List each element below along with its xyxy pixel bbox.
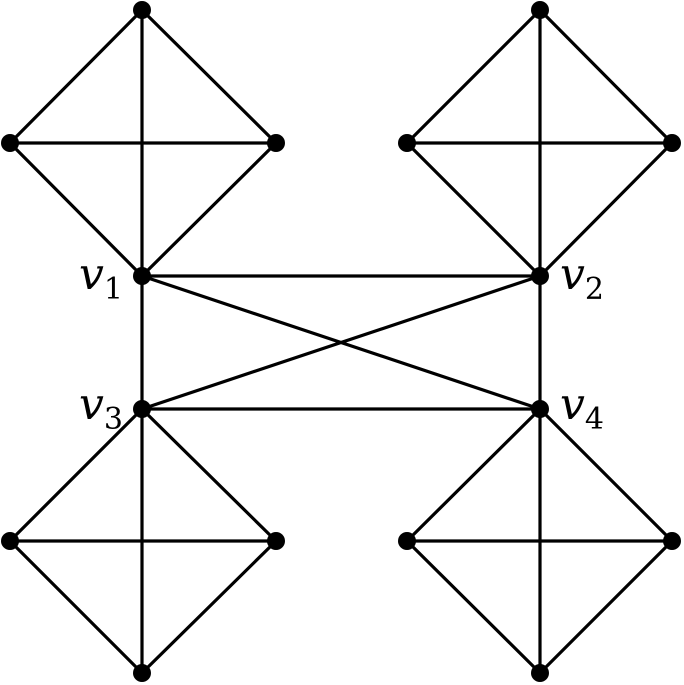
vertex-v4	[531, 400, 549, 418]
vertex-label-v1: v1	[79, 249, 123, 307]
edge-c2-c3	[140, 539, 278, 675]
vertex-v3	[133, 400, 151, 418]
edge-d2-d3	[538, 539, 674, 675]
vertex-b2	[398, 134, 416, 152]
edge-v3-c1	[8, 407, 144, 543]
edge-c1-c3	[8, 539, 144, 675]
edge-b1-b2	[405, 8, 542, 145]
edge-v3-c2	[140, 407, 278, 543]
edge-a1-a2	[8, 8, 144, 145]
vertex-c1	[1, 532, 19, 550]
edge-a1-a3	[140, 8, 278, 145]
vertex-v2	[531, 267, 549, 285]
edge-v1-a3	[140, 141, 278, 278]
vertex-c2	[267, 532, 285, 550]
edge-v2-b3	[538, 141, 674, 278]
edge-d1-d3	[405, 539, 542, 675]
edge-v4-d2	[538, 407, 674, 543]
vertex-b1	[531, 1, 549, 19]
edge-v1-a2	[8, 141, 144, 278]
edge-v2-b2	[405, 141, 542, 278]
edge-b1-b3	[538, 8, 674, 145]
vertex-b3	[663, 134, 681, 152]
vertex-a1	[133, 1, 151, 19]
vertex-a3	[267, 134, 285, 152]
vertex-a2	[1, 134, 19, 152]
vertex-c3	[133, 664, 151, 682]
vertex-label-v3: v3	[79, 379, 123, 437]
vertex-d3	[531, 664, 549, 682]
vertex-v1	[133, 267, 151, 285]
vertex-label-v4: v4	[560, 379, 604, 437]
edge-v4-d1	[405, 407, 542, 543]
vertex-d2	[663, 532, 681, 550]
edges-layer	[8, 8, 674, 675]
vertex-d1	[398, 532, 416, 550]
edge-v2-v3	[140, 274, 542, 411]
vertex-label-v2: v2	[560, 249, 604, 307]
